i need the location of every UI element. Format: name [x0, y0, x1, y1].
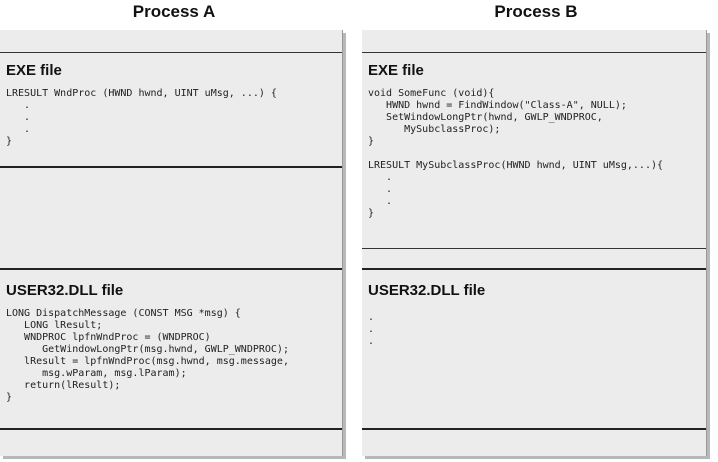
divider — [0, 428, 342, 430]
divider — [362, 52, 706, 53]
process-b-user32-title: USER32.DLL file — [368, 282, 486, 299]
divider — [362, 248, 706, 249]
process-b-user32-code: . . . — [368, 312, 375, 347]
divider — [0, 52, 342, 53]
process-b-title: Process B — [494, 2, 578, 21]
process-a-panel: EXE file LRESULT WndProc (HWND hwnd, UIN… — [0, 30, 343, 456]
process-a-title: Process A — [132, 2, 216, 21]
process-a-exe-code: LRESULT WndProc (HWND hwnd, UINT uMsg, .… — [6, 88, 277, 147]
process-a-user32-title: USER32.DLL file — [6, 282, 124, 299]
process-b-exe-code: void SomeFunc (void){ HWND hwnd = FindWi… — [368, 88, 664, 219]
divider — [362, 268, 706, 270]
process-b-exe-title: EXE file — [368, 62, 424, 79]
process-a-user32-code: LONG DispatchMessage (CONST MSG *msg) { … — [6, 308, 289, 403]
divider — [0, 268, 342, 270]
process-b-panel: EXE file void SomeFunc (void){ HWND hwnd… — [362, 30, 707, 456]
process-a-exe-title: EXE file — [6, 62, 62, 79]
divider — [0, 166, 342, 168]
divider — [362, 428, 706, 430]
